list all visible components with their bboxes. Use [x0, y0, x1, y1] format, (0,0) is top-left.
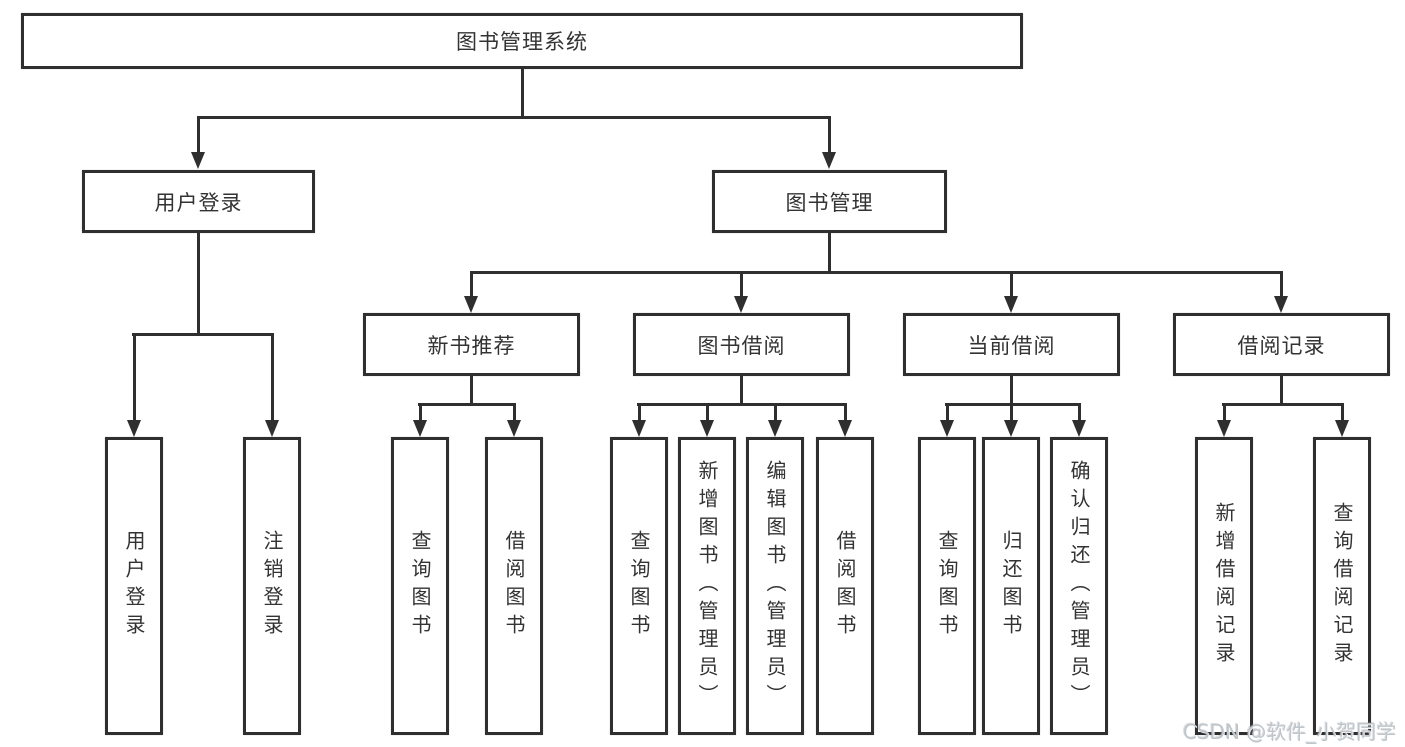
connector-vline [828, 233, 831, 273]
arrow-down-icon [700, 420, 714, 437]
connector-vline [133, 333, 136, 422]
arrow-down-icon [822, 152, 836, 169]
node-label: 图书借阅 [697, 333, 786, 358]
arrow-down-icon [1072, 420, 1086, 437]
node-label: 当前借阅 [967, 333, 1056, 358]
connector-vline [470, 271, 473, 298]
arrow-down-icon [507, 420, 521, 437]
leaf-label: 编辑图书（管理员） [763, 460, 787, 712]
node-book-borrowing: 图书借阅 [633, 313, 850, 376]
connector-vline [1078, 403, 1081, 422]
leaf-label: 新增借阅记录 [1212, 502, 1236, 670]
leaf-label: 借阅图书 [833, 530, 857, 642]
connector-vline [513, 403, 516, 422]
connector-vline [419, 403, 422, 422]
connector-hline [418, 403, 516, 406]
connector-vline [1010, 403, 1013, 422]
connector-vline [1010, 271, 1013, 298]
leaf-label: 归还图书 [999, 530, 1023, 642]
leaf-confirm-return-admin: 确认归还（管理员） [1050, 437, 1108, 735]
node-label: 图书管理 [785, 190, 874, 215]
leaf-label: 查询借阅记录 [1330, 502, 1354, 670]
leaf-borrow-books-recommend: 借阅图书 [485, 437, 543, 735]
connector-hline [197, 116, 831, 119]
connector-hline [637, 403, 847, 406]
leaf-add-books-admin: 新增图书（管理员） [678, 437, 736, 735]
leaf-label: 注销登录 [260, 530, 284, 642]
arrow-down-icon [940, 420, 954, 437]
leaf-label: 新增图书（管理员） [695, 460, 719, 712]
leaf-query-books-borrow: 查询图书 [610, 437, 668, 735]
leaf-return-books: 归还图书 [982, 437, 1040, 735]
connector-vline [844, 403, 847, 422]
connector-vline [740, 271, 743, 298]
node-library-management-system: 图书管理系统 [21, 13, 1023, 69]
leaf-borrow-books: 借阅图书 [816, 437, 874, 735]
connector-vline [706, 403, 709, 422]
arrow-down-icon [1274, 296, 1288, 313]
connector-vline [946, 403, 949, 422]
arrow-down-icon [1217, 420, 1231, 437]
connector-vline [1341, 403, 1344, 422]
connector-vline [197, 118, 200, 154]
leaf-add-borrow-record: 新增借阅记录 [1195, 437, 1253, 735]
leaf-query-borrow-record: 查询借阅记录 [1313, 437, 1371, 735]
arrow-down-icon [413, 420, 427, 437]
node-label: 用户登录 [154, 190, 243, 215]
node-label: 新书推荐 [427, 333, 516, 358]
arrow-down-icon [265, 420, 279, 437]
leaf-logout: 注销登录 [243, 437, 301, 735]
node-book-management: 图书管理 [712, 170, 947, 233]
leaf-label: 借阅图书 [502, 530, 526, 642]
arrow-down-icon [191, 152, 205, 169]
connector-hline [1222, 403, 1344, 406]
connector-vline [774, 403, 777, 422]
node-label: 图书管理系统 [456, 30, 588, 54]
connector-vline [470, 376, 473, 405]
arrow-down-icon [632, 420, 646, 437]
connector-vline [1223, 403, 1226, 422]
connector-hline [945, 403, 1081, 406]
arrow-down-icon [464, 296, 478, 313]
leaf-user-login: 用户登录 [105, 437, 163, 735]
connector-vline [1280, 271, 1283, 298]
connector-vline [1010, 376, 1013, 405]
node-current-borrowing: 当前借阅 [903, 313, 1120, 376]
leaf-label: 查询图书 [935, 530, 959, 642]
leaf-query-books-recommend: 查询图书 [391, 437, 449, 735]
connector-vline [740, 376, 743, 405]
csdn-watermark: CSDN @软件_小贺同学 [1183, 720, 1397, 744]
leaf-label: 用户登录 [122, 530, 146, 642]
connector-vline [1280, 376, 1283, 405]
leaf-edit-books-admin: 编辑图书（管理员） [746, 437, 804, 735]
arrow-down-icon [127, 420, 141, 437]
connector-hline [470, 271, 1283, 274]
leaf-query-books-current: 查询图书 [918, 437, 976, 735]
node-borrowing-records: 借阅记录 [1173, 313, 1390, 376]
leaf-label: 查询图书 [627, 530, 651, 642]
connector-vline [197, 233, 200, 335]
arrow-down-icon [1335, 420, 1349, 437]
arrow-down-icon [1004, 296, 1018, 313]
arrow-down-icon [768, 420, 782, 437]
node-label: 借阅记录 [1237, 333, 1326, 358]
connector-vline [521, 69, 524, 118]
arrow-down-icon [838, 420, 852, 437]
node-new-book-recommendation: 新书推荐 [363, 313, 580, 376]
connector-vline [271, 333, 274, 422]
arrow-down-icon [1004, 420, 1018, 437]
connector-vline [828, 118, 831, 154]
leaf-label: 查询图书 [408, 530, 432, 642]
leaf-label: 确认归还（管理员） [1067, 460, 1091, 712]
arrow-down-icon [734, 296, 748, 313]
connector-vline [638, 403, 641, 422]
node-user-login: 用户登录 [82, 170, 315, 233]
connector-hline [132, 333, 274, 336]
